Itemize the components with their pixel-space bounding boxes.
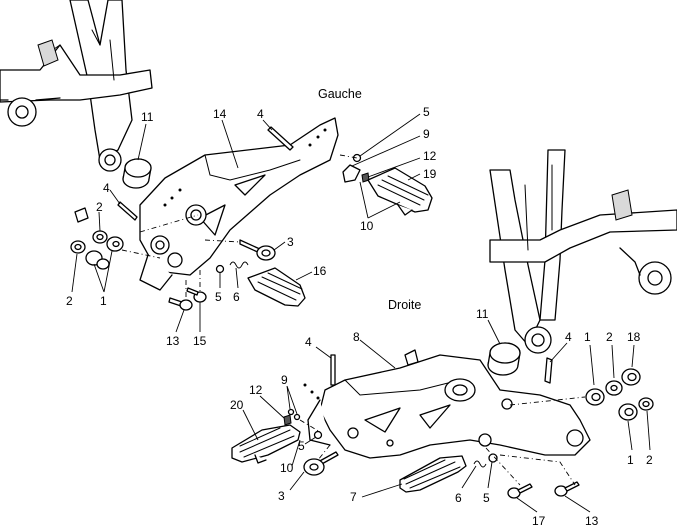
left-assembly [0, 0, 433, 333]
callout-right-3: 3 [278, 489, 285, 503]
left-bolts-13-15 [168, 287, 207, 311]
right-washers-1-2-18 [585, 368, 654, 421]
callout-right-6: 6 [455, 491, 462, 505]
callout-right-18: 18 [627, 330, 641, 344]
callout-left-12: 12 [423, 149, 437, 163]
right-pin-4b [544, 357, 553, 384]
right-callouts: 8 4 11 4 1 2 18 12 9 20 5 10 3 7 6 5 17 … [230, 307, 653, 528]
left-washers-2-1 [70, 207, 124, 270]
callout-left-5b: 5 [215, 290, 222, 304]
callout-right-1a: 1 [584, 330, 591, 344]
right-bolt-17 [507, 483, 533, 499]
callout-right-9: 9 [281, 373, 288, 387]
left-footpeg-16 [247, 267, 306, 307]
right-bolt-3 [303, 451, 339, 476]
left-pin-4b [117, 201, 138, 221]
right-spacer-11 [487, 342, 521, 376]
callout-left-2a: 2 [96, 200, 103, 214]
right-washer-5a [313, 430, 323, 440]
right-washer-5b [488, 453, 498, 463]
left-spring-6 [229, 261, 249, 269]
callout-right-4a: 4 [305, 335, 312, 349]
right-washer-9a [287, 408, 295, 416]
right-footpeg-7 [399, 455, 467, 493]
left-callouts: 11 14 4 5 9 12 19 10 4 2 3 16 2 1 5 6 13… [66, 105, 437, 348]
heading-droite: Droite [388, 298, 421, 312]
callout-right-12: 12 [249, 383, 263, 397]
callout-left-4b: 4 [103, 181, 110, 195]
right-bracket-8 [303, 349, 591, 459]
callout-right-2a: 2 [606, 330, 613, 344]
left-footpeg-19 [367, 167, 433, 216]
callout-right-4b: 4 [565, 330, 572, 344]
callout-left-14: 14 [213, 107, 227, 121]
right-frame-section [489, 149, 677, 354]
left-spacer-11 [122, 158, 152, 189]
left-spring-9 [342, 164, 361, 183]
left-washer-5a [352, 153, 362, 163]
callout-left-15: 15 [193, 334, 207, 348]
callout-left-19: 19 [423, 167, 437, 181]
callout-left-16: 16 [313, 264, 327, 278]
callout-right-11: 11 [476, 307, 489, 321]
left-bracket-14 [139, 117, 339, 291]
right-washer-9b [293, 413, 301, 421]
callout-left-10: 10 [360, 219, 374, 233]
left-frame-section [0, 0, 153, 172]
callout-right-20: 20 [230, 398, 244, 412]
callout-left-4a: 4 [257, 107, 264, 121]
left-washer-5b [215, 264, 225, 274]
callout-right-1b: 1 [627, 453, 634, 467]
right-bolt-13 [554, 481, 580, 497]
callout-left-1: 1 [100, 294, 107, 308]
right-spring-6 [473, 460, 487, 468]
right-clip-12 [283, 414, 292, 426]
callout-right-17: 17 [532, 514, 546, 528]
callout-left-2b: 2 [66, 294, 73, 308]
callout-right-5a: 5 [298, 439, 305, 453]
callout-left-11: 11 [141, 110, 154, 124]
heading-gauche: Gauche [318, 87, 362, 101]
callout-left-3: 3 [287, 235, 294, 249]
right-footpeg-20 [231, 424, 301, 464]
right-pin-4a [330, 354, 336, 386]
callout-left-5a: 5 [423, 105, 430, 119]
callout-left-13: 13 [166, 334, 180, 348]
callout-right-8: 8 [353, 330, 360, 344]
callout-left-6: 6 [233, 290, 240, 304]
callout-left-9: 9 [423, 127, 430, 141]
callout-right-13: 13 [585, 514, 599, 528]
callout-right-10: 10 [280, 461, 294, 475]
right-assembly [231, 149, 677, 513]
left-bolt-3 [239, 239, 276, 261]
callout-right-2b: 2 [646, 453, 653, 467]
callout-right-7: 7 [350, 490, 357, 504]
callout-right-5b: 5 [483, 491, 490, 505]
